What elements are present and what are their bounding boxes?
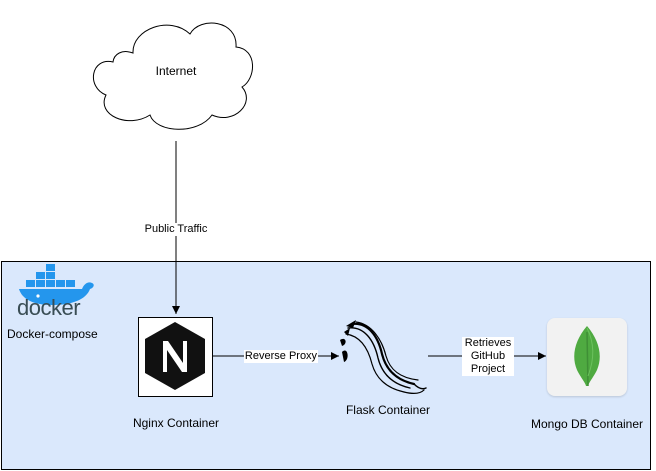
flask-label: Flask Container [345, 403, 431, 417]
internet-label: Internet [155, 64, 197, 78]
public-traffic-label: Public Traffic [135, 223, 217, 236]
mongo-leaf-icon [574, 326, 600, 387]
docker-whale-icon [19, 264, 94, 305]
nginx-icon [145, 322, 205, 390]
docker-logo-text: docker [17, 295, 81, 320]
reverse-proxy-label: Reverse Proxy [244, 350, 318, 363]
retrieves-label-line3: Project [470, 363, 506, 375]
docker-compose-boundary [1, 261, 651, 470]
retrieves-label: Retrieves GitHub Project [462, 337, 514, 376]
retrieves-label-line1: Retrieves [464, 337, 512, 349]
mongo-label: Mongo DB Container [530, 417, 644, 431]
retrieves-label-line2: GitHub [470, 350, 506, 362]
docker-compose-label: Docker-compose [7, 327, 98, 341]
cloud-icon [92, 22, 254, 130]
flask-horn-icon [340, 320, 427, 394]
nginx-label: Nginx Container [132, 416, 220, 430]
